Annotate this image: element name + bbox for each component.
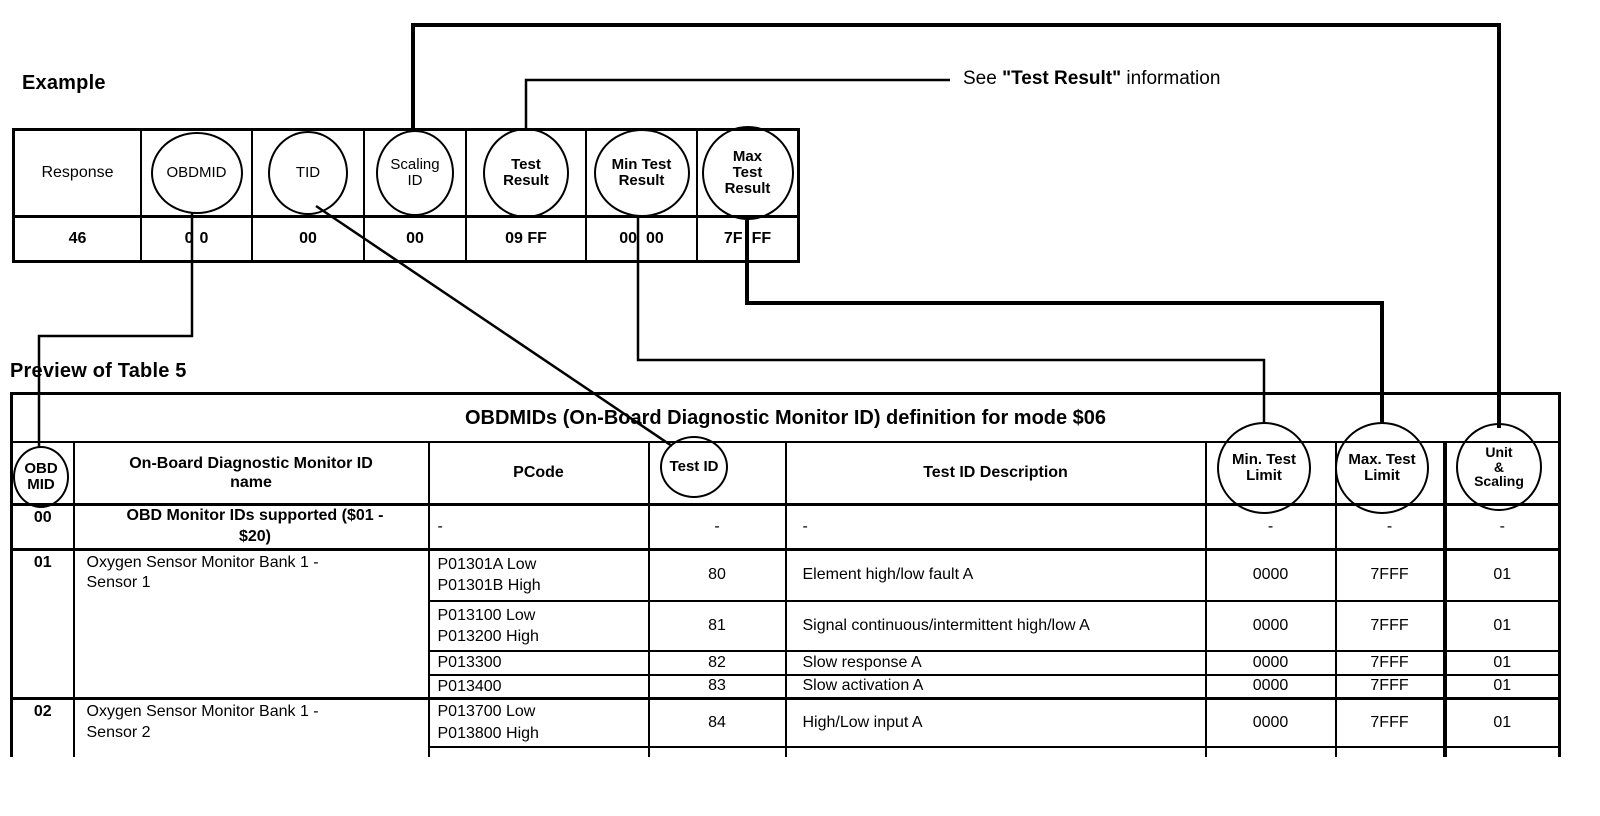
table5: OBDMIDs (On-Board Diagnostic Monitor ID)… <box>10 392 1561 757</box>
header-test-id-description: Test ID Description <box>784 441 1207 506</box>
table5-header-row: On-Board Diagnostic Monitor ID name PCod… <box>10 441 1561 506</box>
mid-cell: 02 <box>10 697 75 757</box>
obdmid-ellipse: OBDMID <box>150 132 243 214</box>
unit-scaling-cell: - <box>1442 503 1561 551</box>
min-limit-cell: 0000 <box>1204 600 1337 653</box>
table-row: 02 Oxygen Sensor Monitor Bank 1 - Sensor… <box>10 697 1561 757</box>
min-limit-cell: 0000 <box>1204 547 1337 603</box>
unit-scaling-cell: 01 <box>1442 673 1561 700</box>
max-limit-cell: 7FFF <box>1334 600 1446 653</box>
example-col-response: Response 46 <box>15 131 140 260</box>
note-prefix: See <box>963 68 1003 89</box>
table-row: 00 OBD Monitor IDs supported ($01 - $20)… <box>10 503 1561 551</box>
example-col-scaling-id: Scaling ID 00 <box>363 130 465 260</box>
test-id-cell: 80 <box>647 547 787 603</box>
note-bold: "Test Result" <box>1002 68 1122 89</box>
description-cell: High/Low input A <box>784 697 1207 748</box>
max-limit-cell: 7FFF <box>1334 673 1446 700</box>
header-pcode: PCode <box>427 441 650 506</box>
unit-scaling-cell: 01 <box>1442 745 1561 757</box>
min-test-result-ellipse: Min Test Result <box>593 129 690 217</box>
max-test-limit-ellipse: Max. Test Limit <box>1335 422 1429 514</box>
table-row: P013300 82 Slow response A 0000 7FFF 01 <box>12 650 1561 676</box>
test-id-cell: - <box>647 503 787 551</box>
tid-ellipse: TID <box>268 131 348 215</box>
header-monitor-name: On-Board Diagnostic Monitor ID name <box>72 441 430 506</box>
description-cell: - <box>784 503 1207 551</box>
tid-value: 00 <box>299 230 317 247</box>
mid-cell: 01 <box>10 547 75 700</box>
name-cell: OBD Monitor IDs supported ($01 - $20) <box>72 503 430 551</box>
test-id-cell: 82 <box>647 650 787 676</box>
name-cell: Oxygen Sensor Monitor Bank 1 - Sensor 2 <box>72 697 430 757</box>
see-test-result-note: See "Test Result" information <box>963 68 1220 90</box>
name-cell: Oxygen Sensor Monitor Bank 1 - Sensor 1 <box>72 547 430 700</box>
scaling-id-ellipse: Scaling ID <box>376 130 454 216</box>
table-row: P014000 85 Stuck A 0000 7FFF 01 <box>12 745 1561 757</box>
unit-scaling-cell: 01 <box>1442 547 1561 603</box>
obd-mid-ellipse: OBD MID <box>13 446 69 508</box>
min-test-limit-ellipse: Min. Test Limit <box>1217 422 1311 514</box>
min-limit-cell: 0000 <box>1204 650 1337 676</box>
pcode-cell: P013400 <box>427 673 650 700</box>
pcode-cell: P014000 <box>427 745 650 757</box>
pcode-cell: - <box>427 503 650 551</box>
unit-scaling-cell: 01 <box>1442 600 1561 653</box>
description-cell: Stuck A <box>784 745 1207 757</box>
table5-container: OBDMIDs (On-Board Diagnostic Monitor ID)… <box>10 392 1562 757</box>
note-suffix: information <box>1121 68 1221 89</box>
test-id-ellipse: Test ID <box>660 436 728 498</box>
description-cell: Element high/low fault A <box>784 547 1207 603</box>
description-cell: Signal continuous/intermittent high/low … <box>784 600 1207 653</box>
preview-heading: Preview of Table 5 <box>10 360 187 382</box>
description-cell: Slow activation A <box>784 673 1207 700</box>
table-row: 01 Oxygen Sensor Monitor Bank 1 - Sensor… <box>10 547 1561 700</box>
table-row: P013100 Low P013200 High 81 Signal conti… <box>12 600 1561 653</box>
test-id-cell: 85 <box>647 745 787 757</box>
example-col-tid: TID 00 <box>251 131 363 260</box>
test-id-cell: 83 <box>647 673 787 700</box>
table5-title: OBDMIDs (On-Board Diagnostic Monitor ID)… <box>10 392 1561 443</box>
test-result-ellipse: Test Result <box>483 128 569 218</box>
description-cell: Slow response A <box>784 650 1207 676</box>
pcode-cell: P013700 Low P013800 High <box>427 697 650 748</box>
min-limit-cell: 0000 <box>1204 697 1337 748</box>
min-limit-cell: 0000 <box>1204 745 1337 757</box>
test-id-cell: 84 <box>647 697 787 748</box>
max-limit-cell: 7FFF <box>1334 697 1446 748</box>
test-id-cell: 81 <box>647 600 787 653</box>
pcode-cell: P013100 Low P013200 High <box>427 600 650 653</box>
response-value: 46 <box>68 230 87 247</box>
example-col-test-result: Test Result 09 FF <box>465 128 585 260</box>
unit-scaling-cell: 01 <box>1442 650 1561 676</box>
pcode-cell: P013300 <box>427 650 650 676</box>
max-limit-cell: 7FFF <box>1334 650 1446 676</box>
table-row: P013400 83 Slow activation A 0000 7FFF 0… <box>12 673 1561 700</box>
unit-scaling-cell: 01 <box>1442 697 1561 748</box>
test-result-value: 09 FF <box>505 230 547 247</box>
mid-cell: 00 <box>10 503 75 551</box>
response-header: Response <box>15 131 140 218</box>
max-test-result-ellipse: Max Test Result <box>701 126 794 220</box>
min-limit-cell: 0000 <box>1204 673 1337 700</box>
max-limit-cell: 7FFF <box>1334 547 1446 603</box>
unit-scaling-ellipse: Unit & Scaling <box>1456 423 1542 511</box>
line-test-result-to-note <box>524 78 950 129</box>
pcode-cell: P01301A Low P01301B High <box>427 547 650 603</box>
example-heading: Example <box>22 72 106 94</box>
scaling-id-value: 00 <box>406 230 424 247</box>
max-limit-cell: 7FFF <box>1334 745 1446 757</box>
